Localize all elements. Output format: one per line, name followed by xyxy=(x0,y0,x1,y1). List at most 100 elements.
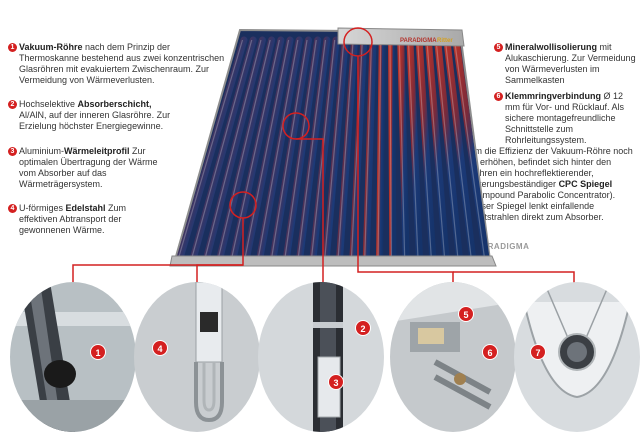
vacuum-tube-highlight xyxy=(204,39,262,259)
vacuum-tube xyxy=(256,36,303,260)
vacuum-tube xyxy=(452,36,490,260)
header-brand-label-2: Ritter xyxy=(437,38,453,44)
callout-number-badge: 1 xyxy=(8,43,17,52)
detail-view-cpc-mirror: 7 xyxy=(514,282,640,432)
vacuum-tube-highlight xyxy=(364,39,373,259)
connector-line-2 xyxy=(196,264,243,285)
collector-bottom-rail xyxy=(169,255,497,267)
detail-badge: 2 xyxy=(355,320,371,336)
callout-text: Aluminium- xyxy=(19,146,65,156)
callout-text: Ø 12 mm für Vor- und Rücklauf. Als siche… xyxy=(505,91,625,145)
vacuum-tube-highlight xyxy=(398,39,406,259)
header-box-drawing xyxy=(390,282,516,432)
vacuum-tubes xyxy=(176,36,490,260)
vacuum-tube xyxy=(216,36,276,260)
vacuum-tube-highlight xyxy=(444,39,472,259)
vacuum-tube xyxy=(269,36,313,260)
callout-title: Absorberschicht, xyxy=(77,99,152,109)
vacuum-tube xyxy=(406,36,423,260)
vacuum-tube xyxy=(282,36,322,260)
vacuum-tube xyxy=(203,36,266,260)
callout-number-badge: 3 xyxy=(8,147,17,156)
connector-line-1 xyxy=(72,218,244,285)
callout-title: Vakuum-Röhre xyxy=(19,42,83,52)
callout-title: Wärmeleitprofil xyxy=(64,146,130,156)
detail-badge: 3 xyxy=(328,374,344,390)
tube-end-drawing xyxy=(10,282,136,432)
callout-title: Klemmringverbindung xyxy=(505,91,602,101)
callout-text: U-förmiges xyxy=(19,203,66,213)
vacuum-tube-highlight xyxy=(435,39,459,259)
vacuum-tube xyxy=(397,36,410,260)
vacuum-tube-highlight xyxy=(377,39,382,259)
callout-text: mit Alukaschierung. Zur Vermeidung von W… xyxy=(505,42,636,85)
detail-view-absorber: 2 3 xyxy=(258,282,384,432)
vacuum-tube xyxy=(176,36,248,260)
connector-line-4 xyxy=(357,56,454,285)
callout-edelstahl: 4 U-förmiges Edelstahl Zum effektiven Ab… xyxy=(8,203,159,236)
vacuum-tube-highlight xyxy=(231,39,280,259)
vacuum-tube xyxy=(309,36,340,260)
cpc-mirror-drawing xyxy=(514,282,640,432)
vacuum-tube-highlight xyxy=(324,39,345,259)
detail-badge: 5 xyxy=(458,306,474,322)
u-pipe-drawing xyxy=(134,282,260,432)
vacuum-tube xyxy=(362,36,377,260)
vacuum-tube-highlight xyxy=(271,39,308,259)
vacuum-tube xyxy=(229,36,285,260)
detail-badge: 7 xyxy=(530,344,546,360)
detail-view-header-box: 5 6 xyxy=(390,282,516,432)
vacuum-tube-highlight xyxy=(297,39,327,259)
callout-number-badge: 2 xyxy=(8,100,17,109)
vacuum-tube-highlight xyxy=(350,39,363,259)
callout-text: nach dem Prinzip der Thermoskanne besteh… xyxy=(19,42,225,85)
vacuum-tube-highlight xyxy=(191,39,253,259)
vacuum-tube-highlight xyxy=(257,39,299,259)
detail-view-u-pipe: 4 xyxy=(134,282,260,432)
callout-waermeleitprofil: 3 Aluminium-Wärmeleitprofil Zur optimale… xyxy=(8,146,159,190)
vacuum-tube-highlight xyxy=(244,39,290,259)
callout-text: Zur optimalen Übertragung der Wärme vom … xyxy=(19,146,158,189)
vacuum-tube-highlight xyxy=(389,39,392,259)
vacuum-tube-highlight xyxy=(337,39,354,259)
vacuum-tube xyxy=(296,36,331,260)
callout-mineralwollisolierung: 5 Mineralwollisolierung mit Alukaschieru… xyxy=(494,42,640,86)
callout-title: Edelstahl xyxy=(65,203,106,213)
detail-badge: 4 xyxy=(152,340,168,356)
callout-absorberschicht: 2 Hochselektive Absorberschicht, Al/AlN,… xyxy=(8,99,179,132)
vacuum-tube-highlight xyxy=(407,39,419,259)
vacuum-tube-highlight xyxy=(453,39,486,259)
callout-text: Al/AlN, auf der inneren Glasröhre. Zur E… xyxy=(19,110,171,131)
callout-text: Um die Effizienz der Vakuum-Röhre noch z… xyxy=(468,146,633,189)
detail-view-tube-end: 1 xyxy=(10,282,136,432)
callout-text: (Compound Parabolic Concentrator). Diese… xyxy=(468,190,616,222)
detail-badge: 1 xyxy=(90,344,106,360)
absorber-drawing xyxy=(258,282,384,432)
connector-line-5 xyxy=(453,271,575,285)
vacuum-tube xyxy=(434,36,463,260)
detail-badge: 6 xyxy=(482,344,498,360)
vacuum-tube-highlight xyxy=(177,39,244,259)
header-brand-label: PARADIGMA xyxy=(400,38,437,44)
callout-vakuum-roehre: 1 Vakuum-Röhre nach dem Prinzip der Ther… xyxy=(8,42,229,86)
vacuum-tube-highlight xyxy=(426,39,446,259)
callout-klemmringverbindung: 6 Klemmringverbindung Ø 12 mm für Vor- u… xyxy=(494,91,635,146)
callout-text: Zum effektiven Abtransport der gewonnene… xyxy=(19,203,127,235)
vacuum-tube-highlight xyxy=(284,39,317,259)
vacuum-tube xyxy=(424,36,450,260)
vacuum-tube xyxy=(387,36,397,260)
vacuum-tube xyxy=(376,36,386,260)
callout-number-badge: 4 xyxy=(8,204,17,213)
vacuum-tube xyxy=(415,36,437,260)
vacuum-tube xyxy=(322,36,349,260)
vacuum-tube-highlight xyxy=(217,39,271,259)
callout-title: Mineralwollisolierung xyxy=(505,42,598,52)
copyright-label: © PARADIGMA xyxy=(467,242,530,251)
collector-header-box xyxy=(337,27,465,47)
connector-line-3 xyxy=(296,138,324,285)
callout-number-badge: 5 xyxy=(494,43,503,52)
vacuum-tube xyxy=(336,36,359,260)
vacuum-tube xyxy=(443,36,477,260)
callout-text: Hochselektive xyxy=(19,99,78,109)
